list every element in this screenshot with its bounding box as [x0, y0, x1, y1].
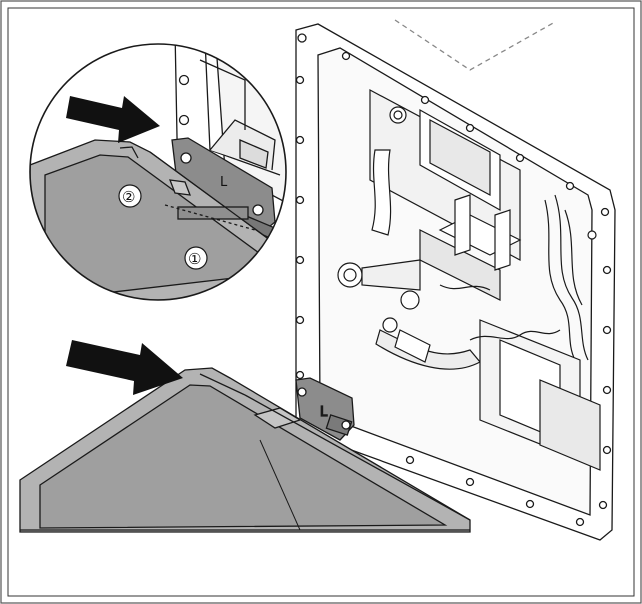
detail-zoom: L ② ① — [29, 43, 287, 301]
internal-mechanism — [337, 89, 601, 471]
callout-2: ② — [118, 184, 142, 208]
push-arrow-detail-icon — [66, 96, 160, 143]
callout-2-label: ② — [122, 188, 135, 206]
hinge-label-main: L — [320, 405, 328, 420]
push-arrow-main-icon — [66, 340, 183, 395]
door-panel — [19, 367, 471, 533]
hinge-label-zoom: L — [220, 175, 228, 190]
figure-inner-border — [7, 7, 635, 597]
main-hinge: L — [295, 377, 355, 441]
callout-1: ① — [184, 246, 208, 270]
callout-1-label: ① — [188, 250, 201, 268]
